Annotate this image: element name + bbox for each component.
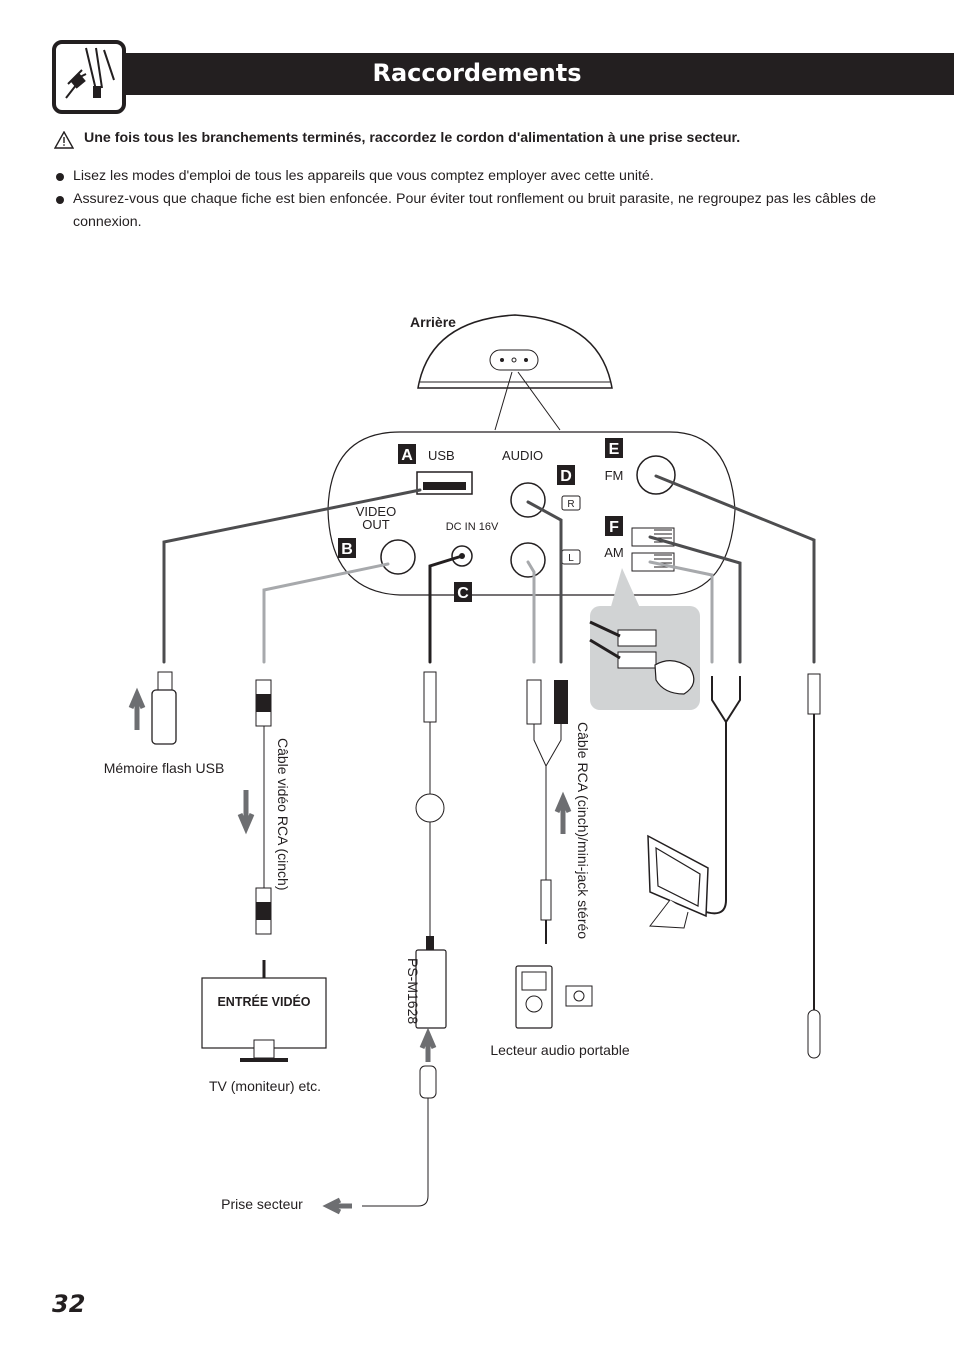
badge-f: F [609, 519, 619, 536]
warning-text: Une fois tous les branchements terminés,… [84, 130, 741, 146]
header-bar: Raccordements [118, 53, 954, 95]
usb-stick-icon [128, 671, 177, 745]
portable-player-icon [515, 965, 593, 1029]
rear-panel: USB AUDIO R L VIDEO OUT DC IN 16V FM AM [327, 431, 736, 596]
tv-icon [201, 960, 327, 1062]
badge-b: B [341, 541, 353, 558]
am-label: AM [604, 545, 624, 560]
badge-e: E [609, 441, 620, 458]
fm-label: FM [605, 468, 624, 483]
page-title: Raccordements [372, 59, 582, 87]
bullet-text: Assurez-vous que chaque fiche est bien e… [73, 191, 876, 230]
letter-badges: A B C D E F [338, 438, 623, 602]
tv-label: TV (moniteur) etc. [209, 1078, 321, 1094]
hand-icon [654, 660, 695, 695]
video-out-label-line1: VIDEO [356, 504, 396, 519]
am-terminal-inset [589, 568, 700, 710]
left-channel-label: L [568, 553, 574, 564]
plug-cable-icon [52, 40, 126, 114]
usb-memory-label: Mémoire flash USB [104, 760, 225, 776]
outlet-label: Prise secteur [221, 1196, 303, 1212]
bullet-list: Lisez les modes d'emploi de tous les app… [56, 165, 876, 234]
rca-minijack-cable-illustration [526, 679, 572, 944]
dc-in-label: DC IN 16V [446, 521, 499, 533]
video-cable-label: Câble vidéo RCA (cinch) [275, 738, 291, 891]
fm-antenna-icon [807, 673, 821, 1059]
list-item: Assurez-vous que chaque fiche est bien e… [56, 188, 876, 234]
badge-a: A [401, 447, 413, 464]
badge-c: C [457, 585, 469, 602]
bullet-dot-icon [56, 173, 64, 181]
video-input-label: ENTRÉE VIDÉO [217, 994, 310, 1009]
list-item: Lisez les modes d'emploi de tous les app… [56, 165, 876, 188]
badge-d: D [560, 468, 572, 485]
video-cable-illustration [237, 679, 272, 935]
adapter-model-label: PS-M1628 [405, 958, 421, 1024]
cables [162, 474, 816, 664]
usb-port-label: USB [428, 448, 455, 463]
page-number: 32 [52, 1290, 86, 1318]
warning-triangle-icon [54, 131, 74, 149]
ac-adapter-icon [322, 671, 447, 1215]
portable-player-label: Lecteur audio portable [490, 1042, 630, 1058]
video-out-label-line2: OUT [362, 517, 390, 532]
rear-label: Arrière [410, 314, 456, 330]
rca-cable-label: Câble RCA (cinch)/mini-jack stéréo [575, 722, 591, 939]
right-channel-label: R [567, 499, 574, 510]
am-loop-antenna-icon [647, 676, 741, 929]
device-rear-illustration [417, 314, 613, 431]
audio-port-label: AUDIO [502, 448, 543, 463]
bullet-dot-icon [56, 196, 64, 204]
bullet-text: Lisez les modes d'emploi de tous les app… [73, 168, 654, 184]
